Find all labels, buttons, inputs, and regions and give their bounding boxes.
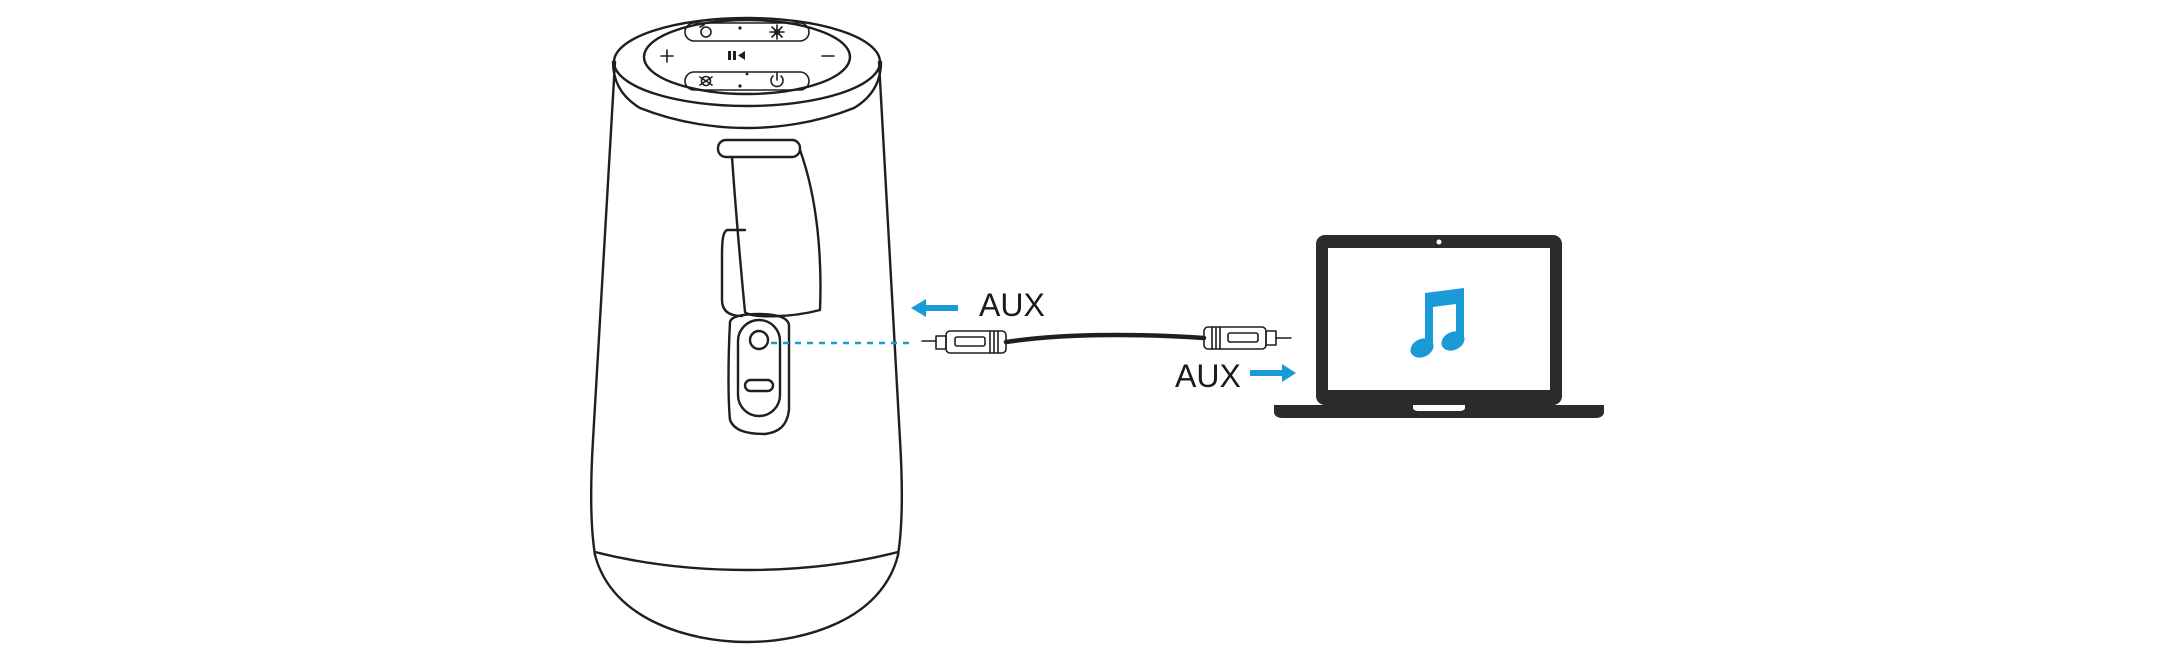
laptop-notch [1413, 405, 1465, 411]
aux-plug-left [921, 330, 1007, 354]
music-note-icon [1410, 288, 1465, 358]
aux-label-laptop-group: AUX [1175, 358, 1296, 394]
speaker [590, 16, 903, 644]
power-icon[interactable] [770, 71, 784, 88]
panel-lower-pill [684, 71, 810, 91]
laptop-base [1274, 405, 1604, 418]
speaker-body [590, 60, 903, 557]
party-mode-icon[interactable] [699, 24, 712, 38]
cable-wire [1003, 332, 1207, 345]
aux-label-speaker: AUX [979, 287, 1045, 323]
panel-dot-lower [738, 84, 742, 88]
arrow-left-icon [911, 299, 958, 317]
aux-label-laptop: AUX [1175, 358, 1241, 394]
aux-cable [921, 326, 1292, 354]
bass-boost-icon[interactable] [699, 75, 713, 87]
laptop-screen [1328, 248, 1550, 390]
laptop [1274, 235, 1604, 418]
panel-upper-pill [684, 22, 810, 42]
arrow-right-icon [1250, 364, 1296, 382]
carry-strap [716, 138, 822, 318]
control-panel [642, 18, 852, 96]
panel-dot-mid [745, 72, 749, 76]
play-pause-icon[interactable] [728, 51, 745, 60]
volume-up-icon[interactable] [660, 49, 674, 63]
light-icon[interactable] [769, 24, 785, 40]
speaker-base [593, 550, 900, 644]
usb-c-port[interactable] [743, 378, 775, 393]
port-panel [727, 312, 791, 436]
aux-label-speaker-group: AUX [911, 287, 1045, 323]
aux-plug-right [1203, 326, 1292, 350]
panel-dot-upper [738, 26, 742, 30]
aux-port[interactable] [748, 329, 770, 351]
camera-dot [1436, 239, 1442, 245]
